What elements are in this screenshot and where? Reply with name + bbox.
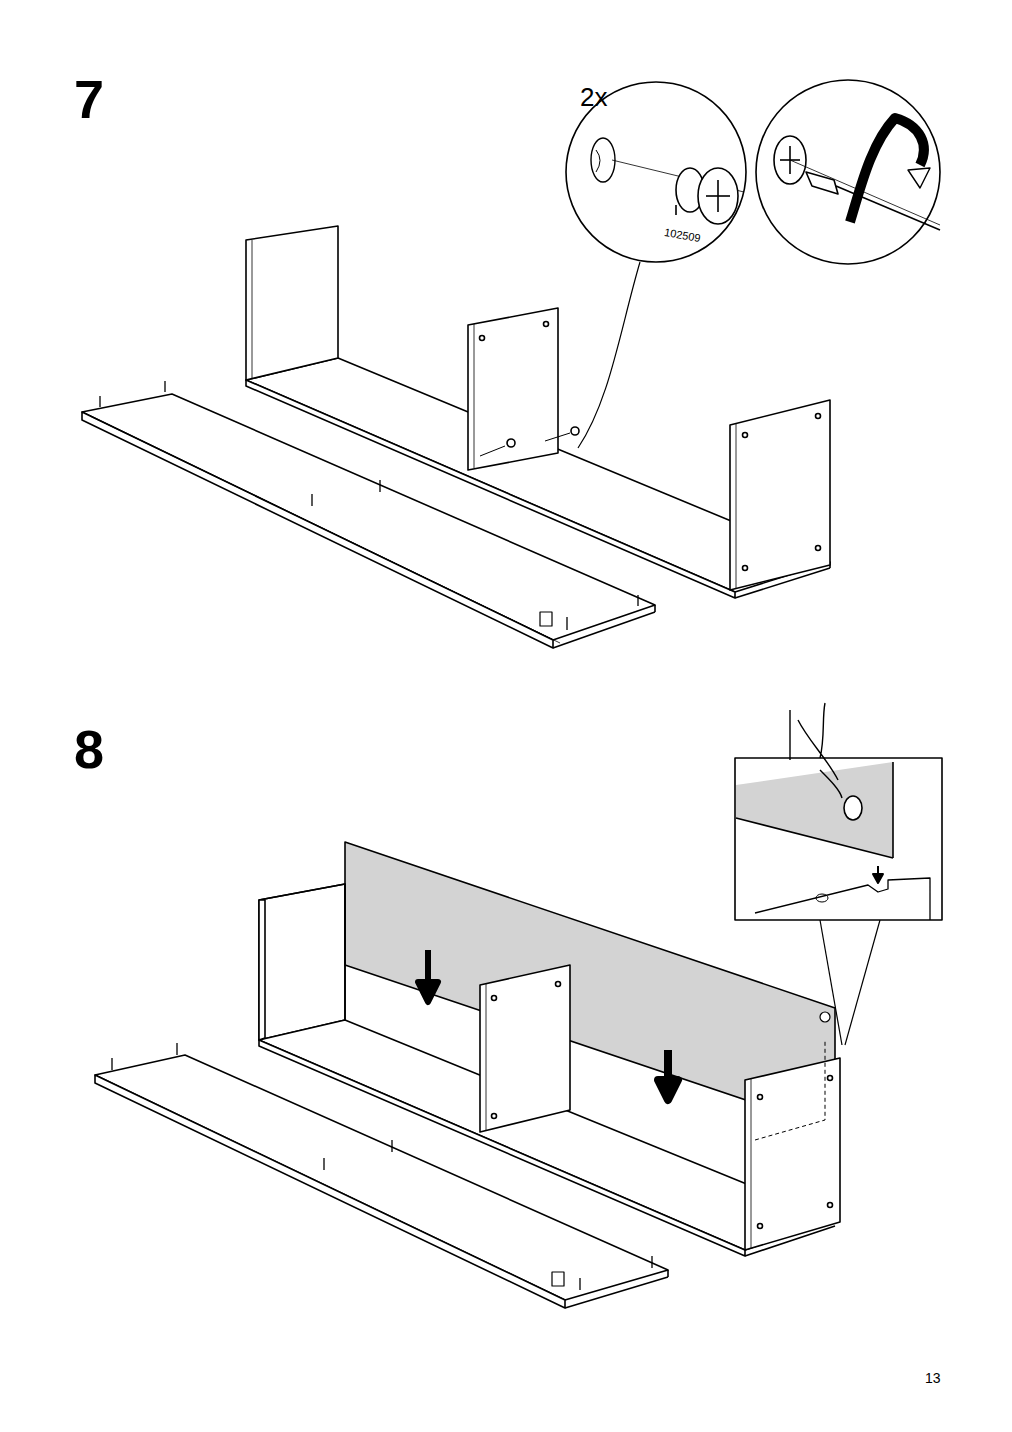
step-number: 7 bbox=[74, 72, 104, 126]
page-number: 13 bbox=[925, 1371, 941, 1385]
frame-7 bbox=[246, 226, 830, 598]
detail-inset bbox=[735, 703, 942, 1045]
quantity-label: 2x bbox=[580, 84, 607, 110]
frame-8 bbox=[259, 884, 840, 1256]
screwdriver-turn bbox=[774, 118, 940, 230]
cam-lock bbox=[676, 168, 738, 224]
step-number: 8 bbox=[74, 722, 104, 776]
callout-circles bbox=[566, 80, 940, 448]
